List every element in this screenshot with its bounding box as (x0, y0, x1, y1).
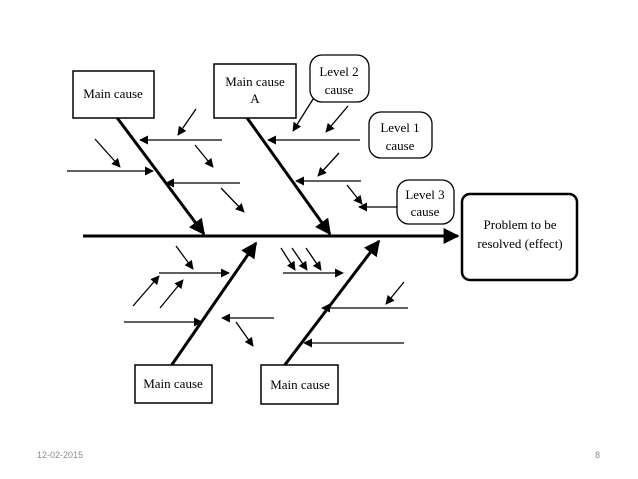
main-cause-label: Main cause (270, 377, 330, 392)
main-cause-box-top-left: Main cause (72, 70, 155, 119)
page-number: 8 (594, 450, 600, 460)
effect-box: Problem to be resolved (effect) (460, 192, 579, 282)
main-cause-a-letter: A (250, 91, 260, 106)
level1-cause: cause (386, 138, 415, 153)
main-cause-box-bottom-left: Main cause (134, 364, 213, 404)
bone-top-right (243, 114, 332, 236)
level2-cause: cause (325, 82, 354, 97)
main-cause-a-label: Main cause (225, 74, 285, 89)
main-cause-box-top-right: Main cause A (213, 63, 297, 119)
level2-label: Level 2 (319, 64, 358, 79)
bone-bottom-left (169, 241, 258, 367)
level3-callout: Level 3 cause (396, 179, 455, 225)
level2-callout: Level 2 cause (309, 54, 370, 103)
bone-top-left (113, 114, 206, 236)
main-cause-label: Main cause (83, 86, 143, 101)
level1-label: Level 1 (380, 120, 419, 135)
main-cause-box-bottom-right: Main cause (260, 364, 339, 405)
level3-label: Level 3 (405, 187, 444, 202)
effect-label-line2: resolved (effect) (477, 236, 562, 251)
footer-date: 12-02-2015 (37, 450, 84, 460)
bone-bottom-right (282, 239, 381, 367)
sub-cause-arrows (67, 95, 408, 348)
level3-cause: cause (411, 204, 440, 219)
main-cause-label: Main cause (143, 376, 203, 391)
level1-callout: Level 1 cause (368, 111, 433, 159)
effect-label-line1: Problem to be (484, 217, 557, 232)
